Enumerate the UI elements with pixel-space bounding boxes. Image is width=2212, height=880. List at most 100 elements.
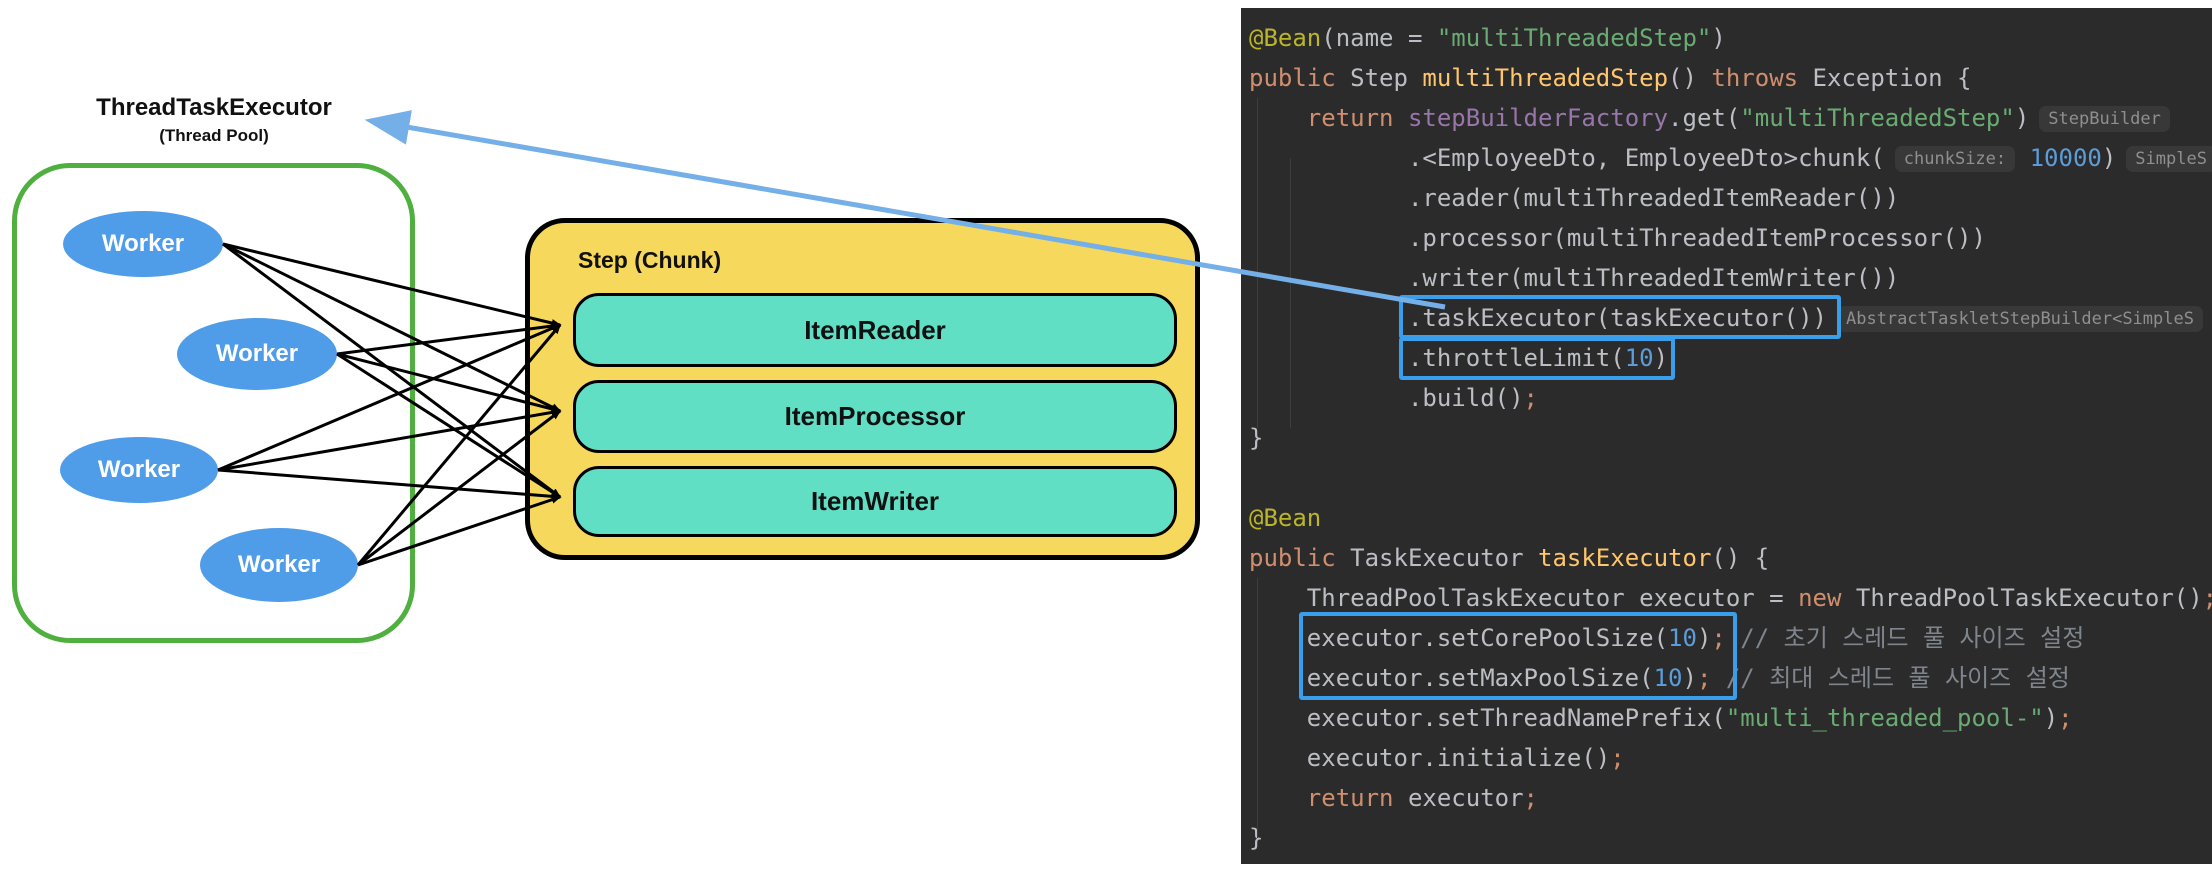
code-token: ThreadPoolTaskExecutor()	[1841, 584, 2203, 612]
code-line: }	[1249, 818, 2212, 858]
code-token: stepBuilderFactory	[1407, 104, 1669, 132]
highlight-box-taskexecutor	[1399, 295, 1841, 339]
code-token: }	[1249, 424, 1264, 452]
code-token: 10	[1624, 344, 1654, 372]
code-token: )	[1682, 664, 1697, 692]
code-token: )	[1696, 624, 1712, 652]
indent-guide	[1257, 578, 1258, 838]
code-token: ;	[2203, 584, 2212, 612]
code-token: .throttleLimit(	[1407, 344, 1625, 372]
code-token: ;	[1696, 664, 1712, 692]
code-line: .<EmployeeDto, EmployeeDto>chunk( chunkSi…	[1249, 138, 2212, 178]
code-token: "multiThreadedStep"	[1436, 24, 1712, 52]
executor-subtitle: (Thread Pool)	[159, 126, 269, 145]
code-token: Exception {	[1798, 64, 1972, 92]
worker-ellipse: Worker	[177, 318, 337, 390]
code-line: executor.setMaxPoolSize(10); // 최대 스레드 풀…	[1249, 658, 2212, 698]
code-line: public Step multiThreadedStep() throws E…	[1249, 58, 2212, 98]
code-token: "multi_threaded_pool-"	[1725, 704, 2044, 732]
code-token: )	[2101, 144, 2117, 172]
code-token: 10	[1668, 624, 1697, 652]
code-line: @Bean	[1249, 498, 2212, 538]
code-token: return	[1306, 784, 1394, 812]
code-token: TaskExecutor	[1335, 544, 1538, 572]
code-token	[1394, 104, 1408, 132]
code-token: return	[1306, 104, 1394, 132]
code-token: ;	[1711, 624, 1726, 652]
code-token: executor.setCorePoolSize(	[1306, 624, 1669, 652]
code-token: )	[2014, 104, 2030, 132]
code-token: ()	[1668, 64, 1712, 92]
indent-guide	[1290, 158, 1291, 428]
code-token: (name =	[1321, 24, 1437, 52]
step-item: ItemWriter	[573, 466, 1177, 537]
code-token: taskExecutor	[1538, 544, 1712, 572]
step-item: ItemReader	[573, 293, 1177, 367]
code-line: .reader(multiThreadedItemReader())	[1249, 178, 2212, 218]
code-token: )	[2043, 704, 2059, 732]
code-line: return executor;	[1249, 778, 2212, 818]
code-token: // 초기 스레드 풀 사이즈 설정	[1740, 624, 2085, 652]
code-line: executor.setThreadNamePrefix("multi_thre…	[1249, 698, 2212, 738]
code-token: executor.setMaxPoolSize(	[1306, 664, 1654, 692]
code-token: multiThreadedStep	[1422, 64, 1669, 92]
code-token: .<EmployeeDto, EmployeeDto>chunk(	[1407, 144, 1885, 172]
inlay-hint: StepBuilder	[2039, 106, 2170, 132]
code-line: .throttleLimit(10)	[1249, 338, 2212, 378]
code-token: .get(	[1668, 104, 1741, 132]
code-token: executor.initialize()	[1306, 744, 1611, 772]
code-token: .processor(multiThreadedItemProcessor())	[1407, 224, 1986, 252]
code-line: return stepBuilderFactory.get("multiThre…	[1249, 98, 2212, 138]
code-token: 10000	[2029, 144, 2102, 172]
code-token: public	[1249, 64, 1336, 92]
code-token: ;	[1610, 744, 1625, 772]
code-line: ThreadPoolTaskExecutor executor = new Th…	[1249, 578, 2212, 618]
code-token: // 최대 스레드 풀 사이즈 설정	[1725, 664, 2070, 692]
code-token: @Bean	[1249, 504, 1322, 532]
worker-ellipse: Worker	[63, 211, 223, 277]
code-token	[2015, 144, 2029, 172]
worker-ellipse: Worker	[200, 528, 358, 602]
code-token: Step	[1335, 64, 1423, 92]
code-line: executor.setCorePoolSize(10); // 초기 스레드 …	[1249, 618, 2212, 658]
step-title: Step (Chunk)	[578, 247, 722, 273]
code-token: )	[1711, 24, 1726, 52]
code-token: ;	[1523, 384, 1538, 412]
code-token: 10	[1653, 664, 1683, 692]
code-line: executor.initialize();	[1249, 738, 2212, 778]
inlay-hint: AbstractTaskletStepBuilder<SimpleS	[1836, 306, 2203, 332]
code-token: new	[1798, 584, 1842, 612]
code-token: ;	[1523, 784, 1538, 812]
code-token: executor.setThreadNamePrefix(	[1306, 704, 1726, 732]
highlight-box-poolsize	[1299, 612, 1737, 700]
code-lines: @Bean(name = "multiThreadedStep")public …	[1249, 18, 2212, 858]
code-token: () {	[1711, 544, 1770, 572]
code-token: "multiThreadedStep"	[1740, 104, 2015, 132]
inlay-hint: chunkSize:	[1894, 146, 2016, 172]
indent-guide	[1257, 98, 1258, 428]
step-item: ItemProcessor	[573, 380, 1177, 453]
code-line: .taskExecutor(taskExecutor()) AbstractTas…	[1249, 298, 2212, 338]
code-editor-panel: @Bean(name = "multiThreadedStep")public …	[1241, 8, 2212, 864]
code-line: public TaskExecutor taskExecutor() {	[1249, 538, 2212, 578]
code-line: .processor(multiThreadedItemProcessor())	[1249, 218, 2212, 258]
code-token: .writer(multiThreadedItemWriter())	[1407, 264, 1900, 292]
code-line: }	[1249, 418, 2212, 458]
executor-title-group: ThreadTaskExecutor (Thread Pool)	[64, 94, 364, 146]
code-token: )	[1653, 344, 1669, 372]
code-token: .taskExecutor(taskExecutor())	[1407, 304, 1827, 332]
code-line: .writer(multiThreadedItemWriter())	[1249, 258, 2212, 298]
executor-title: ThreadTaskExecutor	[96, 94, 332, 121]
code-token: throws	[1711, 64, 1799, 92]
code-token: .build()	[1407, 384, 1524, 412]
code-line: .build();	[1249, 378, 2212, 418]
code-token: ;	[2058, 704, 2073, 732]
inlay-hint: SimpleS	[2126, 146, 2212, 172]
code-token: @Bean	[1249, 24, 1322, 52]
code-token: }	[1249, 824, 1264, 852]
code-line	[1249, 458, 2212, 498]
code-line: @Bean(name = "multiThreadedStep")	[1249, 18, 2212, 58]
